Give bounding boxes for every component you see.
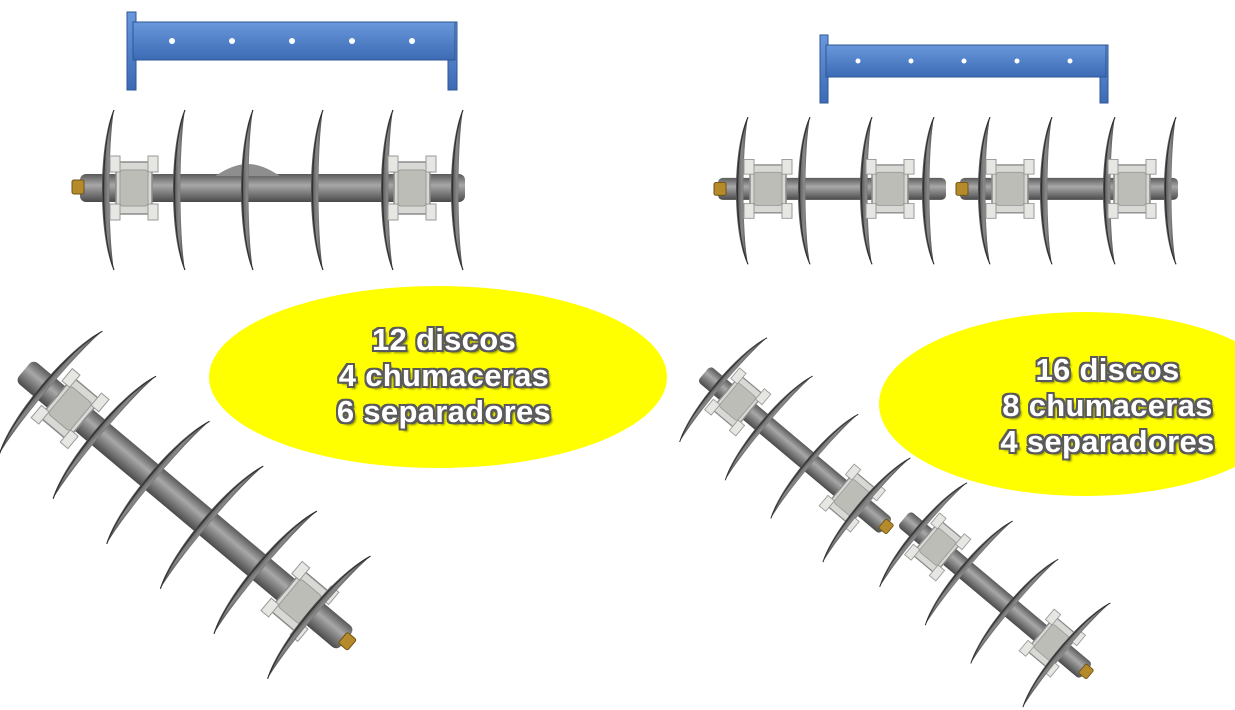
spacer-count-left: 6 separadores xyxy=(336,394,552,429)
frame-left xyxy=(126,11,458,91)
gang-left-front xyxy=(71,109,465,271)
frame-right xyxy=(819,34,1109,104)
gang-left-diagonal xyxy=(0,322,372,680)
gang-right-front-a xyxy=(713,116,946,265)
gang-right-front-b xyxy=(955,116,1178,265)
summary-bubble-left-shape xyxy=(209,286,667,468)
disc-count-left: 12 discos xyxy=(371,322,516,357)
bearing-count-left: 4 chumaceras xyxy=(338,358,550,393)
summary-bubble-right: 16 discos 8 chumaceras 4 separadores xyxy=(980,342,1235,470)
bearing-count-right: 8 chumaceras xyxy=(1002,388,1213,423)
disc-count-right: 16 discos xyxy=(1035,352,1180,387)
summary-bubble-right-shape xyxy=(879,312,1235,496)
gang-right-diagonal-b xyxy=(871,475,1111,708)
summary-bubble-left: 12 discos 4 chumaceras 6 separadores xyxy=(268,312,620,440)
spacer-count-right: 4 separadores xyxy=(1000,424,1215,459)
gang-right-diagonal-a xyxy=(671,330,911,563)
